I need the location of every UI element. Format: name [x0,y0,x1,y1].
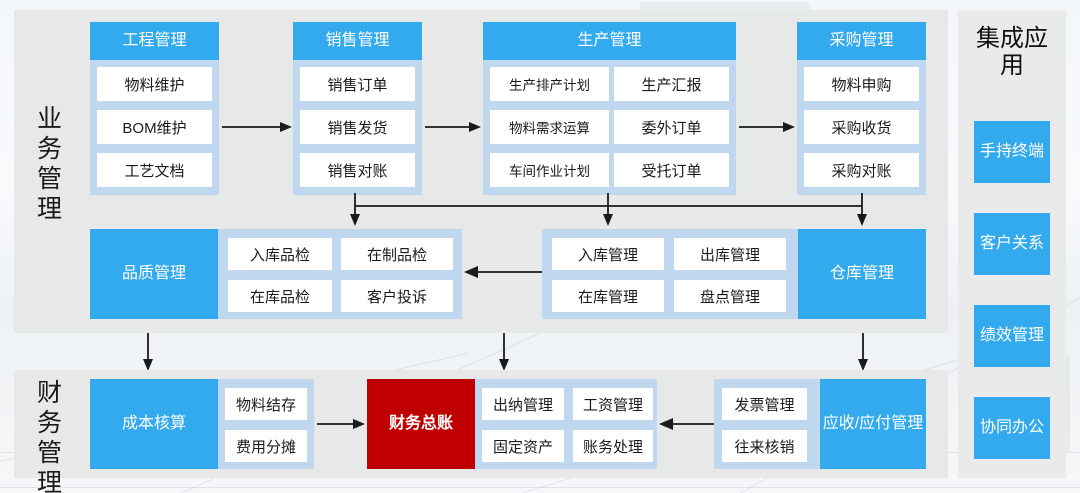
group-receivable-payable-header[interactable]: 应收/应付管理 [820,379,926,469]
arrow-cost-to-ledger [317,416,367,432]
arrow-engineering-to-sales [222,119,294,135]
group-production-header[interactable]: 生产管理 [483,22,736,60]
group-engineering-header[interactable]: 工程管理 [90,22,219,60]
card-sales-0[interactable]: 销售订单 [300,67,415,101]
card-purchasing-1[interactable]: 采购收货 [804,110,919,144]
card-engineering-1[interactable]: BOM维护 [97,110,212,144]
app-button-customer-relations[interactable]: 客户关系 [974,213,1050,275]
arrow-production-to-purchasing [739,119,797,135]
app-button-handheld-terminal[interactable]: 手持终端 [974,121,1050,183]
card-warehouse-2[interactable]: 在库管理 [552,280,664,312]
card-quality-0[interactable]: 入库品检 [228,238,332,270]
card-ledger-1[interactable]: 工资管理 [573,388,653,420]
card-ledger-0[interactable]: 出纳管理 [482,388,564,420]
card-purchasing-0[interactable]: 物料申购 [804,67,919,101]
group-sales-header[interactable]: 销售管理 [293,22,422,60]
card-cost-1[interactable]: 费用分摊 [225,430,307,462]
card-production-5[interactable]: 受托订单 [614,153,729,187]
app-button-performance-management[interactable]: 绩效管理 [974,305,1050,367]
section-label-finance: 财务管理 [36,379,63,493]
card-ledger-2[interactable]: 固定资产 [482,430,564,462]
arrow-warehouse-to-ledger [496,333,512,373]
card-engineering-0[interactable]: 物料维护 [97,67,212,101]
arrow-sales-to-production [425,119,483,135]
card-receivable-0[interactable]: 发票管理 [722,388,807,420]
card-warehouse-3[interactable]: 盘点管理 [674,280,786,312]
group-general-ledger-header[interactable]: 财务总账 [367,379,475,469]
arrow-bus-to-row2 [348,192,872,228]
section-label-business: 业务管理 [36,105,63,223]
card-production-2[interactable]: 物料需求运算 [490,110,609,144]
arrow-quality-to-cost [140,333,156,373]
group-purchasing-header[interactable]: 采购管理 [797,22,926,60]
card-ledger-3[interactable]: 账务处理 [573,430,653,462]
arrow-receivable-to-ledger [659,416,715,432]
card-purchasing-2[interactable]: 采购对账 [804,153,919,187]
group-quality-header[interactable]: 品质管理 [90,229,218,319]
arrow-warehouse-to-quality [462,264,542,280]
card-production-1[interactable]: 生产汇报 [614,67,729,101]
arrow-warehouse-to-receivable [855,333,871,373]
card-production-4[interactable]: 车间作业计划 [490,153,609,187]
group-cost-accounting-header[interactable]: 成本核算 [90,379,218,469]
card-quality-2[interactable]: 在库品检 [228,280,332,312]
card-warehouse-1[interactable]: 出库管理 [674,238,786,270]
card-sales-1[interactable]: 销售发货 [300,110,415,144]
card-production-3[interactable]: 委外订单 [614,110,729,144]
card-production-0[interactable]: 生产排产计划 [490,67,609,101]
card-receivable-1[interactable]: 往来核销 [722,430,807,462]
card-sales-2[interactable]: 销售对账 [300,153,415,187]
app-button-collaborative-office[interactable]: 协同办公 [974,397,1050,459]
card-engineering-2[interactable]: 工艺文档 [97,153,212,187]
integrated-apps-title: 集成应用 [976,25,1048,79]
card-quality-1[interactable]: 在制品检 [341,238,453,270]
group-warehouse-header[interactable]: 仓库管理 [798,229,926,319]
card-warehouse-0[interactable]: 入库管理 [552,238,664,270]
card-quality-3[interactable]: 客户投诉 [341,280,453,312]
card-cost-0[interactable]: 物料结存 [225,388,307,420]
